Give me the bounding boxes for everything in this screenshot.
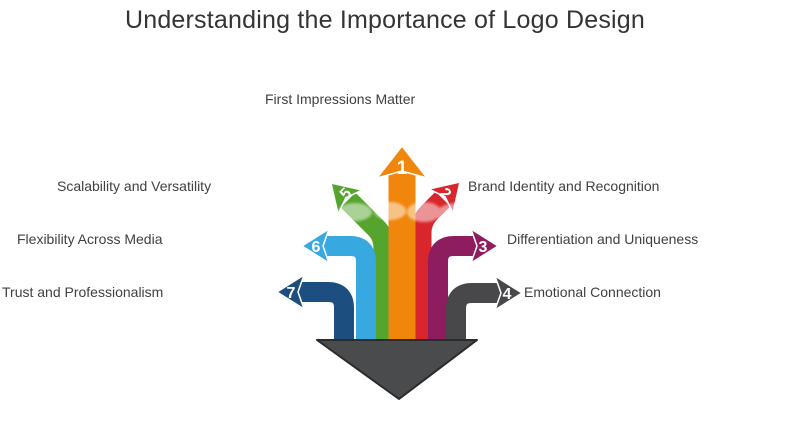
label-flexibility: Flexibility Across Media	[17, 231, 163, 247]
watermark-star-icon	[305, 194, 339, 228]
label-emotional: Emotional Connection	[524, 284, 661, 300]
arrow-7-shaft	[298, 282, 354, 344]
arrow-6-number: 6	[312, 239, 321, 256]
arrow-6-shaft	[323, 236, 376, 344]
arrow-7-number: 7	[287, 285, 296, 302]
arrow-3-head	[469, 227, 500, 265]
arrow-7: 7	[275, 273, 354, 344]
label-scalability: Scalability and Versatility	[57, 178, 212, 194]
page-title: Understanding the Importance of Logo Des…	[124, 6, 646, 34]
label-trust: Trust and Professionalism	[2, 284, 164, 300]
arrow-3-shaft	[428, 236, 477, 344]
arrow-5-head	[330, 182, 365, 217]
arrow-7-head	[275, 273, 306, 311]
arrow-1: 1	[375, 144, 429, 344]
arrow-4: 4	[446, 274, 524, 344]
arrow-1-head	[375, 144, 429, 180]
arrow-3-number: 3	[479, 239, 488, 256]
arrow-4-shaft	[446, 283, 501, 344]
arrow-3: 3	[428, 227, 500, 344]
arrow-5: 5	[330, 182, 395, 344]
label-differentiation: Differentiation and Uniqueness	[507, 231, 699, 247]
label-first-impressions: First Impressions Matter	[265, 91, 416, 107]
arrow-6: 6	[300, 227, 376, 344]
arrow-4-number: 4	[503, 286, 512, 303]
arrow-1-number: 1	[397, 158, 408, 179]
arrow-5-shaft	[340, 192, 395, 344]
watermark	[305, 194, 480, 228]
label-brand-identity: Brand Identity and Recognition	[468, 178, 660, 194]
arrow-6-head	[300, 227, 331, 265]
big-down-arrow	[316, 339, 478, 400]
arrow-4-head	[493, 274, 524, 312]
